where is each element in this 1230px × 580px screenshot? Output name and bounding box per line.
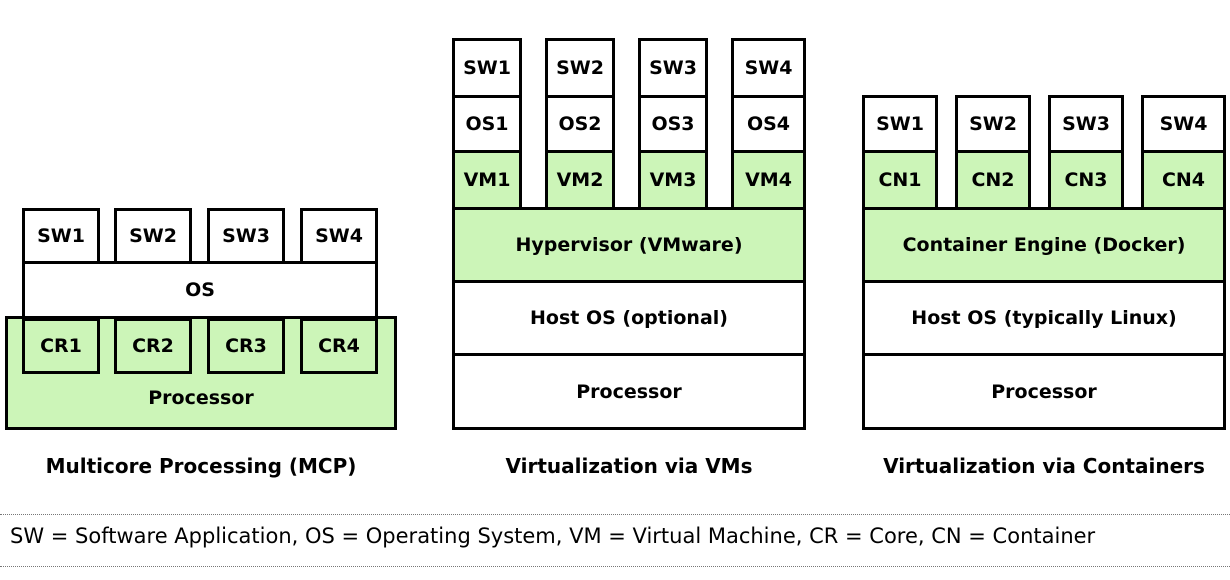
mcp-os-block: OS [22, 261, 378, 319]
vm-processor-block: Processor [452, 353, 806, 430]
vm-sw3-block: SW3 [638, 38, 708, 98]
vm-os2-block: OS2 [545, 95, 615, 153]
vm-sw2-block: SW2 [545, 38, 615, 98]
legend-bottom-divider [0, 566, 1230, 567]
vm-os1-block: OS1 [452, 95, 522, 153]
cn-sw2-block: SW2 [955, 95, 1031, 153]
cn-engine-block: Container Engine (Docker) [862, 207, 1226, 283]
vm-os4-block: OS4 [731, 95, 806, 153]
vm-caption: Virtualization via VMs [505, 454, 753, 478]
mcp-cr2-block: CR2 [114, 318, 192, 374]
mcp-cr1-block: CR1 [22, 318, 100, 374]
cn-cn4-block: CN4 [1141, 150, 1226, 210]
vm-os3-block: OS3 [638, 95, 708, 153]
mcp-cr3-block: CR3 [207, 318, 285, 374]
cn-sw3-block: SW3 [1048, 95, 1124, 153]
vm-vm2-block: VM2 [545, 150, 615, 210]
vm-host-os-block: Host OS (optional) [452, 280, 806, 356]
mcp-cr4-block: CR4 [300, 318, 378, 374]
cn-cn2-block: CN2 [955, 150, 1031, 210]
vm-vm3-block: VM3 [638, 150, 708, 210]
cn-processor-block: Processor [862, 353, 1226, 430]
mcp-sw1-block: SW1 [22, 208, 100, 264]
cn-sw4-block: SW4 [1141, 95, 1226, 153]
vm-vm4-block: VM4 [731, 150, 806, 210]
legend-text: SW = Software Application, OS = Operatin… [10, 524, 1096, 548]
mcp-sw2-block: SW2 [114, 208, 192, 264]
cn-cn1-block: CN1 [862, 150, 938, 210]
vm-sw4-block: SW4 [731, 38, 806, 98]
vm-hypervisor-block: Hypervisor (VMware) [452, 207, 806, 283]
cn-sw1-block: SW1 [862, 95, 938, 153]
vm-sw1-block: SW1 [452, 38, 522, 98]
mcp-sw3-block: SW3 [207, 208, 285, 264]
mcp-sw4-block: SW4 [300, 208, 378, 264]
mcp-caption: Multicore Processing (MCP) [45, 454, 357, 478]
vm-vm1-block: VM1 [452, 150, 522, 210]
cn-cn3-block: CN3 [1048, 150, 1124, 210]
cn-host-os-block: Host OS (typically Linux) [862, 280, 1226, 356]
legend-top-divider [0, 514, 1230, 515]
cn-caption: Virtualization via Containers [883, 454, 1205, 478]
